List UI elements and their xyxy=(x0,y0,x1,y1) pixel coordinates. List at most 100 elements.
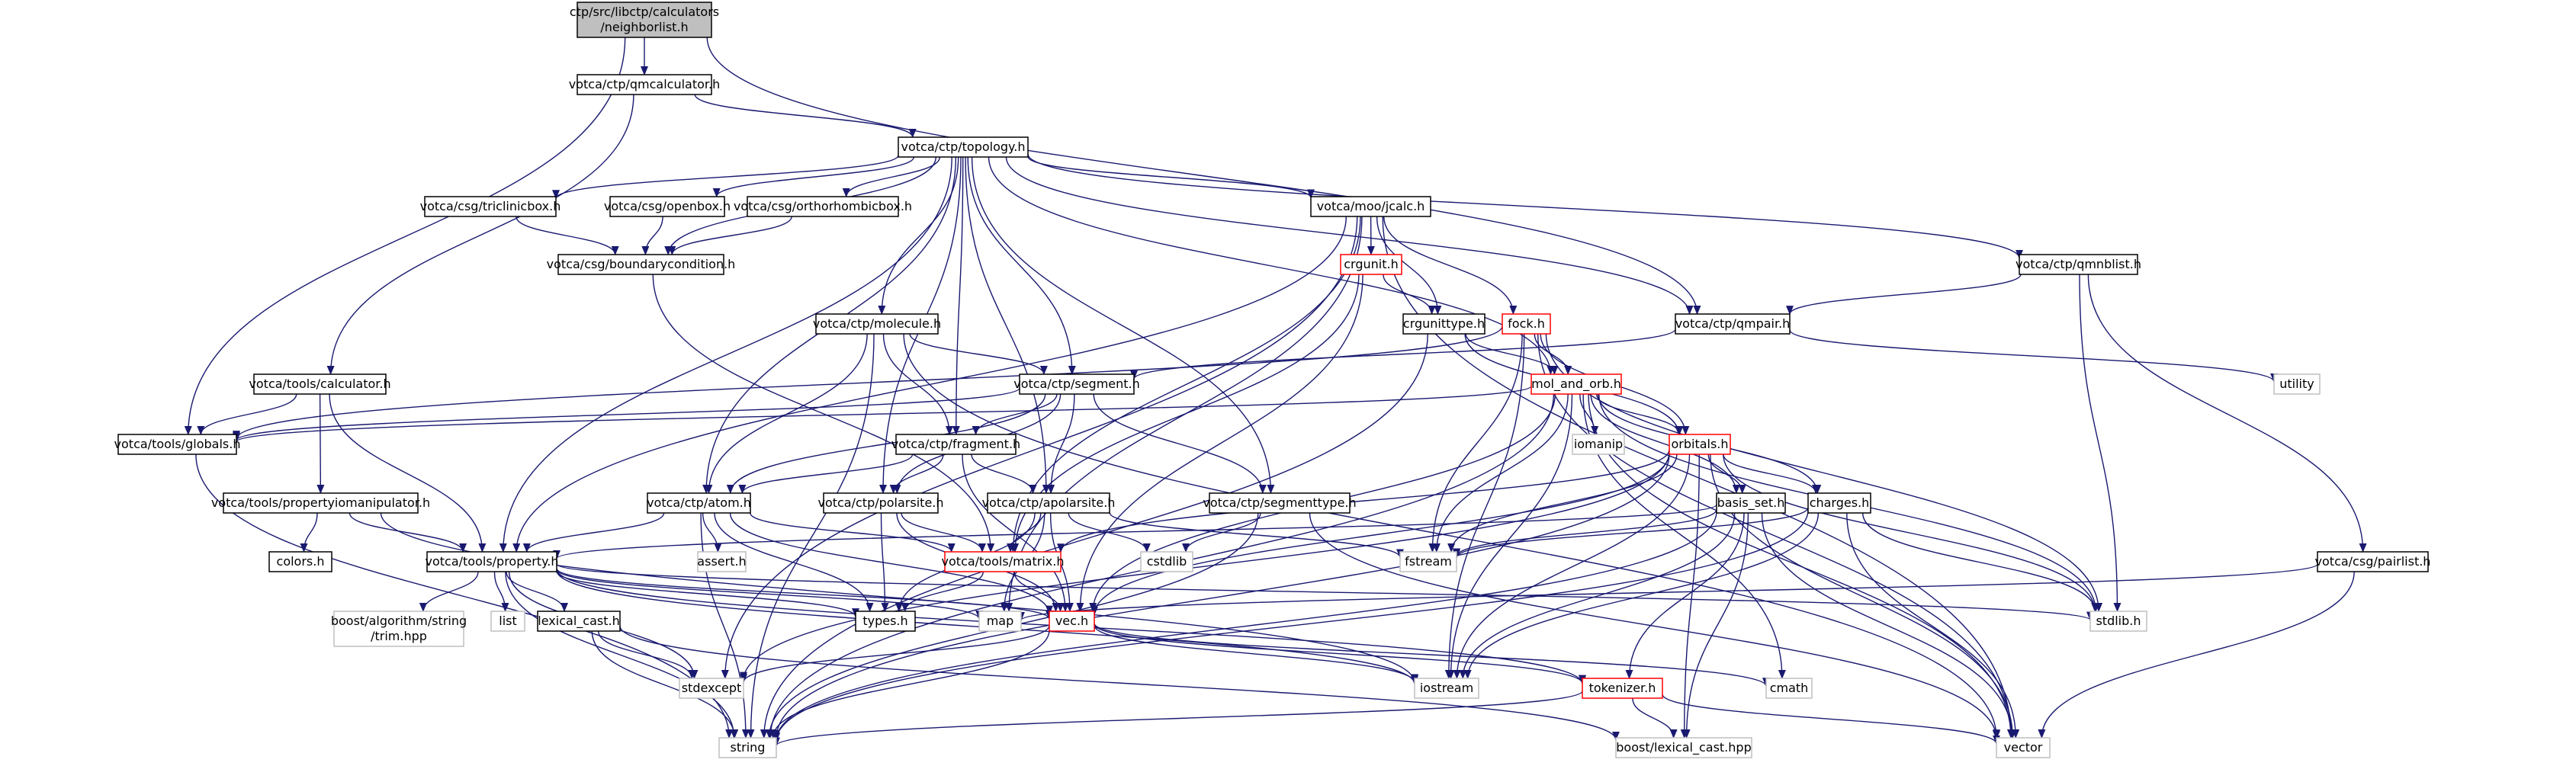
node-fock[interactable]: fock.h xyxy=(1502,313,1551,335)
node-root[interactable]: ctp/src/libctp/calculators/neighborlist.… xyxy=(570,2,719,38)
node-box xyxy=(424,196,557,217)
edge-molecule-to-fragment xyxy=(882,333,953,435)
node-orbitals[interactable]: orbitals.h xyxy=(1669,434,1731,455)
nodes-layer: ctp/src/libctp/calculators/neighborlist.… xyxy=(114,2,2431,758)
node-segment[interactable]: votca/ctp/segment.h xyxy=(1013,373,1140,395)
node-property[interactable]: votca/tools/property.h xyxy=(426,551,559,572)
node-molecule[interactable]: votca/ctp/molecule.h xyxy=(813,313,941,335)
edge-atom-to-types xyxy=(714,512,874,612)
edge-propertyiomanipulator-to-property xyxy=(348,512,467,553)
edge-qmcalculator-to-topology xyxy=(694,94,917,138)
node-lexical_cast[interactable]: lexical_cast.h xyxy=(537,611,621,632)
edge-topology-to-openbox xyxy=(712,156,914,197)
node-box xyxy=(1675,313,1791,335)
node-label: votca/tools/matrix.h xyxy=(942,554,1065,569)
node-qmpair[interactable]: votca/ctp/qmpair.h xyxy=(1675,313,1791,335)
edge-qmcalculator-to-tools_calculator xyxy=(326,94,634,375)
node-label: stdlib.h xyxy=(2096,614,2141,628)
node-crgunit[interactable]: crgunit.h xyxy=(1340,254,1402,275)
edge-vec-to-iostream xyxy=(1094,625,1418,684)
node-pairlist[interactable]: votca/csg/pairlist.h xyxy=(2315,551,2431,572)
node-basis_set[interactable]: basis_set.h xyxy=(1716,492,1786,514)
node-mol_and_orb[interactable]: mol_and_orb.h xyxy=(1531,373,1622,395)
node-label: votca/ctp/segment.h xyxy=(1013,377,1140,391)
node-propertyiomanipulator[interactable]: votca/tools/propertyiomanipulator.h xyxy=(211,492,430,514)
node-stdlib: stdlib.h xyxy=(2089,611,2147,632)
node-globals[interactable]: votca/tools/globals.h xyxy=(114,434,241,455)
edge-fragment-to-atom xyxy=(738,454,914,494)
node-apolarsite[interactable]: votca/ctp/apolarsite.h xyxy=(982,492,1116,514)
edge-segmenttype-to-vector xyxy=(1309,512,2000,740)
edge-property-to-list xyxy=(493,571,509,612)
node-assert: assert.h xyxy=(697,551,747,572)
node-label: charges.h xyxy=(1810,495,1870,510)
node-label: fock.h xyxy=(1508,316,1545,331)
edge-qmnblist-to-stdlib xyxy=(2079,274,2122,612)
node-list: list xyxy=(490,611,525,632)
node-map: map xyxy=(978,611,1022,632)
node-boundarycondition[interactable]: votca/csg/boundarycondition.h xyxy=(547,254,736,275)
node-box xyxy=(1340,254,1402,275)
edge-molecule-to-atom xyxy=(705,333,868,494)
edge-fragment-to-polarsite xyxy=(889,454,944,494)
node-label: list xyxy=(499,614,517,628)
node-polarsite[interactable]: votca/ctp/polarsite.h xyxy=(817,492,944,514)
edge-fock-to-fstream xyxy=(1428,333,1523,553)
node-box xyxy=(490,611,525,632)
node-triclinicbox[interactable]: votca/csg/triclinicbox.h xyxy=(420,196,561,217)
node-atom[interactable]: votca/ctp/atom.h xyxy=(647,492,751,514)
node-tokenizer[interactable]: tokenizer.h xyxy=(1582,678,1663,699)
edge-segment-to-segmenttype xyxy=(1093,393,1267,494)
edge-charges-to-fstream xyxy=(1453,507,1809,559)
node-box xyxy=(898,136,1029,158)
edge-orbitals-to-stdlib xyxy=(1723,454,2099,612)
edge-propertyiomanipulator-to-iostream xyxy=(380,512,1418,684)
node-topology[interactable]: votca/ctp/topology.h xyxy=(898,136,1029,158)
edge-vec-to-tokenizer xyxy=(1094,623,1586,684)
edge-property-to-map xyxy=(556,569,983,620)
node-segmenttype[interactable]: votca/ctp/segmenttype.h xyxy=(1203,492,1357,514)
edge-property-to-vec xyxy=(556,568,1053,620)
node-label: /neighborlist.h xyxy=(600,20,688,34)
edge-lexical_cast-to-stdexcept xyxy=(598,630,696,679)
edge-segment-to-globals xyxy=(233,387,1020,441)
node-iomanip: iomanip xyxy=(1572,434,1625,455)
node-label: votca/ctp/qmcalculator.h xyxy=(569,77,721,91)
node-matrix[interactable]: votca/tools/matrix.h xyxy=(942,551,1065,572)
edge-orbitals-to-boost_lexical xyxy=(1680,454,1700,739)
edge-fragment-to-vec xyxy=(962,454,1069,612)
edge-pairlist-to-map xyxy=(1017,563,2318,621)
node-box xyxy=(1402,313,1486,335)
edge-basis_set-to-string xyxy=(772,511,1717,742)
node-label: iomanip xyxy=(1574,437,1623,451)
node-qmcalculator[interactable]: votca/ctp/qmcalculator.h xyxy=(569,74,721,95)
node-vec[interactable]: vec.h xyxy=(1049,611,1095,632)
node-openbox[interactable]: votca/csg/openbox.h xyxy=(604,196,731,217)
node-orthorhombicbox[interactable]: votca/csg/orthorhombicbox.h xyxy=(734,196,912,217)
node-label: votca/tools/globals.h xyxy=(114,437,241,451)
edge-topology-to-qmpair xyxy=(1005,156,1694,315)
node-qmcalc[interactable]: votca/moo/jcalc.h xyxy=(1310,196,1431,217)
edge-vec-to-string xyxy=(769,630,1050,739)
edge-triclinicbox-to-boundarycondition xyxy=(516,216,619,255)
edge-apolarsite-to-fstream xyxy=(1109,512,1404,559)
edge-orbitals-to-iostream xyxy=(1453,454,1691,679)
node-label: crgunit.h xyxy=(1344,257,1398,271)
edge-crgunittype-to-mol_and_orb xyxy=(1465,333,1559,375)
node-crgunittype[interactable]: crgunittype.h xyxy=(1402,313,1486,335)
edge-lexical_cast-to-string xyxy=(591,630,739,739)
node-box xyxy=(1572,434,1625,455)
node-label: types.h xyxy=(862,614,907,628)
edge-mol_and_orb-to-iomanip xyxy=(1579,393,1599,435)
node-tools_calculator[interactable]: votca/tools/calculator.h xyxy=(249,373,391,395)
node-label: mol_and_orb.h xyxy=(1531,377,1621,392)
node-types[interactable]: types.h xyxy=(855,611,916,632)
node-qmnblist[interactable]: votca/ctp/qmnblist.h xyxy=(2016,254,2141,275)
node-box xyxy=(679,678,744,699)
node-charges[interactable]: charges.h xyxy=(1807,492,1871,514)
node-fragment[interactable]: votca/ctp/fragment.h xyxy=(891,434,1020,455)
node-colors[interactable]: colors.h xyxy=(268,551,332,572)
node-box xyxy=(1209,492,1351,514)
node-label: votca/moo/jcalc.h xyxy=(1317,199,1425,213)
